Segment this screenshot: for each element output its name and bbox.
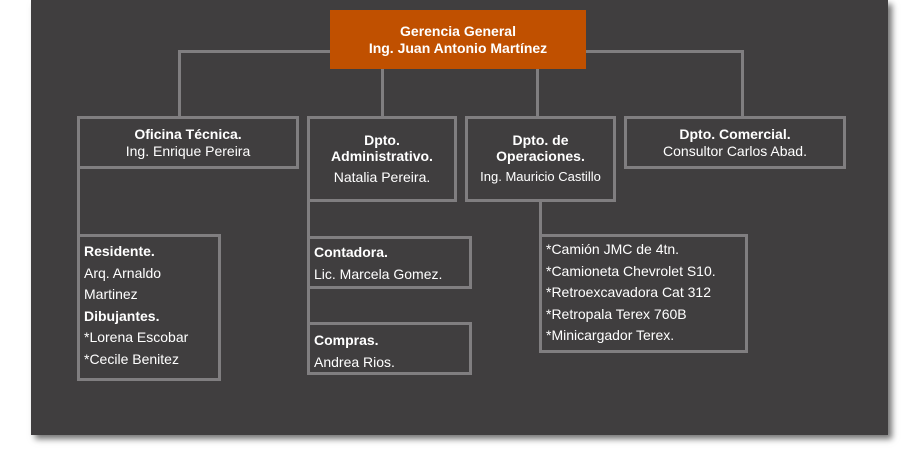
connector bbox=[77, 167, 80, 235]
node-compras: Compras. Andrea Rios. bbox=[307, 322, 472, 375]
connector bbox=[178, 50, 181, 117]
node-oficina-tecnica: Oficina Técnica. Ing. Enrique Pereira bbox=[77, 116, 299, 169]
node-contadora: Contadora. Lic. Marcela Gomez. bbox=[307, 236, 472, 289]
node-name: Andrea Rios. bbox=[314, 353, 395, 370]
equipo-item: *Minicargador Terex. bbox=[546, 327, 675, 343]
node-dpto-administrativo: Dpto. Administrativo. Natalia Pereira. bbox=[307, 116, 457, 202]
root-title: Gerencia General bbox=[400, 22, 516, 39]
node-title: Contadora. bbox=[314, 244, 388, 260]
connector bbox=[539, 200, 542, 235]
node-title: Oficina Técnica. bbox=[134, 125, 242, 142]
residente-line: Arq. Arnaldo bbox=[84, 264, 162, 281]
dibujante-item: *Cecile Benitez bbox=[84, 350, 179, 367]
node-dpto-comercial: Dpto. Comercial. Consultor Carlos Abad. bbox=[624, 116, 846, 169]
node-name: Natalia Pereira. bbox=[333, 169, 431, 185]
root-node-gerencia-general: Gerencia General Ing. Juan Antonio Martí… bbox=[330, 10, 586, 69]
chart-background bbox=[31, 0, 888, 435]
residente-title: Residente. bbox=[84, 243, 155, 259]
node-residente-dibujantes: Residente. Arq. Arnaldo Martinez Dibujan… bbox=[77, 234, 221, 381]
node-title: Dpto. Comercial. bbox=[679, 125, 791, 142]
node-title: Compras. bbox=[314, 332, 379, 348]
node-equipos-operaciones: *Camión JMC de 4tn. *Camioneta Chevrolet… bbox=[539, 234, 748, 353]
dibujante-item: *Lorena Escobar bbox=[84, 329, 189, 345]
dibujantes-title: Dibujantes. bbox=[84, 307, 160, 324]
connector bbox=[741, 50, 744, 117]
node-name: Ing. Enrique Pereira bbox=[125, 142, 251, 159]
equipo-item: *Retropala Terex 760B bbox=[546, 305, 687, 322]
equipo-item: *Retroexcavadora Cat 312 bbox=[546, 284, 711, 300]
equipo-item: *Camión JMC de 4tn. bbox=[546, 241, 680, 257]
node-title: Dpto. Administrativo. bbox=[331, 132, 433, 164]
connector bbox=[381, 69, 384, 117]
equipo-item: *Camioneta Chevrolet S10. bbox=[546, 262, 716, 279]
root-name: Ing. Juan Antonio Martínez bbox=[368, 39, 548, 56]
node-dpto-operaciones: Dpto. de Operaciones. Ing. Mauricio Cast… bbox=[465, 116, 616, 202]
residente-line: Martinez bbox=[84, 286, 138, 302]
node-name: Ing. Mauricio Castillo bbox=[480, 169, 601, 184]
connector bbox=[536, 69, 539, 117]
node-title: Dpto. de Operaciones. bbox=[496, 132, 585, 164]
node-name: Lic. Marcela Gomez. bbox=[314, 265, 443, 282]
node-name: Consultor Carlos Abad. bbox=[663, 142, 807, 159]
